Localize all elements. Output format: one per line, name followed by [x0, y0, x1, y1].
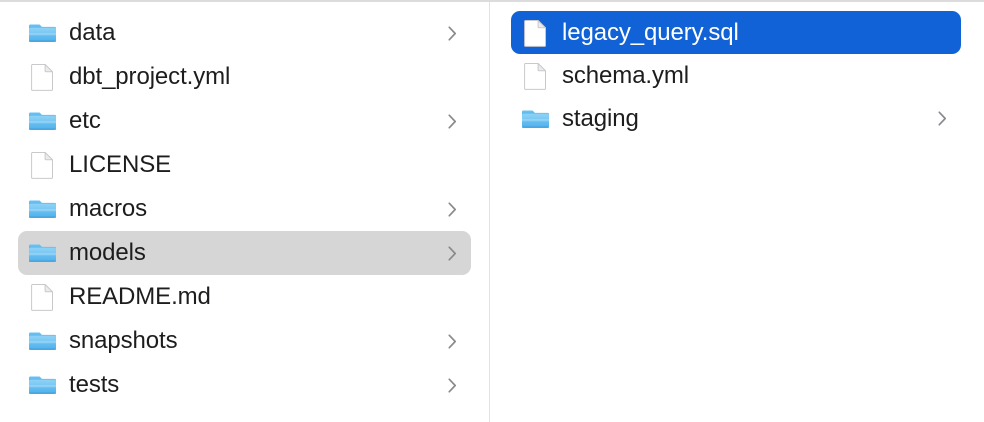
folder-icon: [29, 106, 56, 136]
document-icon: [29, 150, 56, 180]
document-icon: [29, 62, 56, 92]
chevron-right-icon[interactable]: [445, 242, 459, 264]
chevron-right-icon[interactable]: [935, 108, 949, 130]
chevron-right-icon[interactable]: [445, 22, 459, 44]
item-label: data: [69, 19, 116, 46]
file-row[interactable]: README.md: [18, 275, 471, 319]
folder-icon: [29, 326, 56, 356]
folder-icon: [522, 104, 549, 134]
item-label: models: [69, 239, 146, 266]
chevron-right-icon[interactable]: [445, 110, 459, 132]
folder-row[interactable]: snapshots: [18, 319, 471, 363]
folder-icon: [29, 238, 56, 268]
file-row[interactable]: dbt_project.yml: [18, 55, 471, 99]
item-label: LICENSE: [69, 151, 172, 178]
folder-row[interactable]: staging: [511, 97, 961, 140]
folder-row[interactable]: etc: [18, 99, 471, 143]
folder-icon: [29, 18, 56, 48]
column-child: legacy_query.sql schema.yml staging: [490, 2, 983, 422]
item-label: schema.yml: [562, 61, 690, 89]
folder-row[interactable]: data: [18, 11, 471, 55]
folder-icon: [29, 370, 56, 400]
file-row[interactable]: legacy_query.sql: [511, 11, 961, 54]
document-icon: [522, 61, 549, 91]
file-row[interactable]: LICENSE: [18, 143, 471, 187]
document-icon: [522, 18, 549, 48]
folder-row[interactable]: tests: [18, 363, 471, 407]
item-label: snapshots: [69, 327, 178, 354]
item-label: staging: [562, 104, 639, 132]
folder-icon: [29, 194, 56, 224]
chevron-right-icon[interactable]: [445, 374, 459, 396]
item-label: README.md: [69, 283, 211, 310]
item-label: macros: [69, 195, 148, 222]
column-child-list: legacy_query.sql schema.yml staging: [490, 11, 983, 140]
item-label: legacy_query.sql: [562, 18, 739, 46]
folder-row[interactable]: models: [18, 231, 471, 275]
document-icon: [29, 282, 56, 312]
chevron-right-icon[interactable]: [445, 330, 459, 352]
item-label: dbt_project.yml: [69, 63, 231, 90]
file-row[interactable]: schema.yml: [511, 54, 961, 97]
chevron-right-icon[interactable]: [445, 198, 459, 220]
item-label: tests: [69, 371, 120, 398]
folder-row[interactable]: macros: [18, 187, 471, 231]
item-label: etc: [69, 107, 101, 134]
